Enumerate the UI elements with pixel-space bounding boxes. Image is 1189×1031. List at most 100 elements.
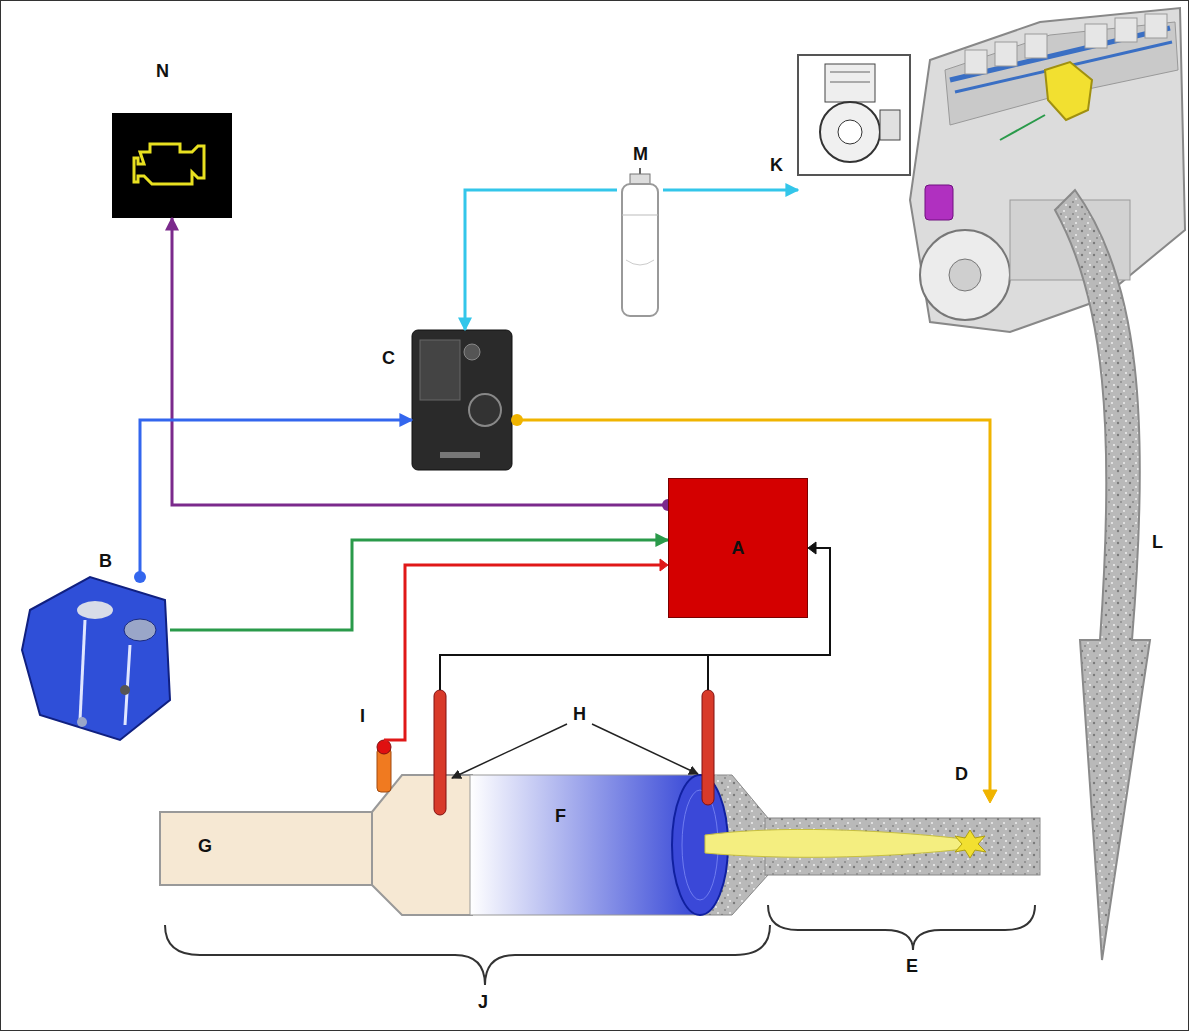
engine-illustration-part (910, 8, 1185, 332)
engine-illustration-part-part (1025, 34, 1047, 58)
air-compressor-icon-part (838, 120, 862, 144)
leader-lines-part (452, 724, 567, 778)
warning-lamp-icon (112, 113, 232, 218)
label-anchor: H (573, 704, 586, 724)
warning-lamp: N (112, 113, 232, 218)
callout-letter: E (906, 956, 918, 976)
part-letter: B (99, 551, 112, 571)
dosing-module-icon-part (469, 394, 501, 426)
air-filter-icon-part (630, 174, 650, 184)
supply-pump-icon-part (80, 620, 85, 720)
engine-illustration-part (925, 185, 953, 220)
engine-illustration-part (920, 230, 1010, 320)
air-filter-icon-part (626, 260, 654, 265)
exhaust-system-part (160, 812, 374, 885)
exhaust-system-part (705, 829, 968, 857)
callout-letter: J (478, 992, 488, 1012)
signal-connector (663, 189, 798, 192)
signal-wires-part (512, 420, 990, 795)
dosing-module-icon-part (420, 340, 460, 400)
connector-group (465, 190, 617, 330)
signal-wires-part (511, 414, 523, 426)
exhaust-system-part (372, 775, 472, 915)
supply-pump-icon-part (120, 685, 130, 695)
label-anchor: E (906, 956, 918, 976)
control-unit-box: A (668, 478, 808, 618)
callout-letter: H (573, 704, 586, 724)
signal-wires-part (384, 565, 660, 740)
signal-wires (384, 414, 997, 803)
exhaust-flow-arrow (1055, 190, 1150, 960)
dosing-module-icon-part (464, 344, 480, 360)
connector-group (134, 420, 412, 583)
signal-connector (465, 190, 617, 330)
nox-sensor (377, 740, 391, 792)
engine-illustration-part (1000, 115, 1045, 140)
part-letter: N (156, 61, 169, 81)
signal-connector (172, 218, 668, 505)
dosing-module: C (412, 330, 512, 470)
supply-pump-icon-part (124, 619, 156, 641)
air-filter: M (617, 168, 663, 318)
callout-letter: D (955, 764, 968, 784)
brackets-part (165, 925, 770, 985)
engine-illustration (910, 8, 1185, 332)
signal-wires-part (660, 559, 668, 571)
exhaust-system (160, 775, 1040, 915)
air-compressor-icon-part (830, 72, 870, 73)
signal-connector (140, 420, 412, 577)
brackets (165, 905, 1035, 985)
air-filter-icon (622, 168, 658, 316)
air-filter-icon-part (622, 184, 658, 316)
nox-sensor-part (377, 748, 391, 792)
warning-lamp-icon-part (134, 144, 204, 184)
engine-illustration-part-part (1115, 18, 1137, 42)
air-compressor-icon-part (820, 102, 880, 162)
signal-wires-part (983, 790, 997, 803)
engine-illustration-part (945, 22, 1178, 125)
air-compressor-icon-part (880, 110, 900, 140)
signal-connector (170, 540, 668, 630)
connector-group (663, 190, 798, 191)
label-anchor: J (478, 992, 488, 1012)
callout-letter: F (555, 806, 566, 826)
signal-wires-part (808, 542, 816, 554)
leader-lines (452, 724, 698, 778)
dosing-module-icon-part (412, 330, 512, 470)
dosing-module-icon-part (440, 452, 480, 458)
part-letter: K (770, 155, 783, 175)
temperature-sensors (434, 690, 714, 815)
connector-group (172, 218, 674, 511)
part-letter: A (732, 538, 745, 558)
label-anchor: I (360, 706, 365, 726)
air-compressor-icon-part (825, 64, 875, 102)
part-letter: M (633, 144, 648, 164)
exhaust-system-part (955, 830, 986, 858)
air-filter-icon-part (622, 215, 658, 216)
engine-illustration-part (1045, 62, 1092, 120)
connector-group (170, 540, 668, 630)
supply-pump-icon-part (22, 577, 170, 740)
dosing-module-icon (412, 330, 512, 470)
air-compressor-icon-part (830, 82, 870, 83)
temperature-sensors-part (702, 690, 714, 805)
air-compressor-icon-part (798, 55, 910, 175)
leader-lines-part (592, 724, 698, 774)
callout-letter: L (1152, 532, 1163, 552)
air-compressor: K (798, 55, 910, 175)
connector-dot (134, 571, 146, 583)
temperature-sensors-part (434, 690, 446, 815)
warning-lamp-icon-part (112, 113, 232, 218)
supply-pump-icon-part (77, 601, 113, 619)
supply-pump: B (25, 577, 170, 740)
engine-illustration-part-part (1145, 14, 1167, 38)
nox-sensor-part (377, 740, 391, 754)
supply-pump-icon-part (77, 717, 87, 727)
part-letter: C (382, 348, 395, 368)
engine-illustration-part (949, 259, 981, 291)
engine-illustration-part-part (965, 50, 987, 74)
engine-illustration-part-part (1085, 24, 1107, 48)
